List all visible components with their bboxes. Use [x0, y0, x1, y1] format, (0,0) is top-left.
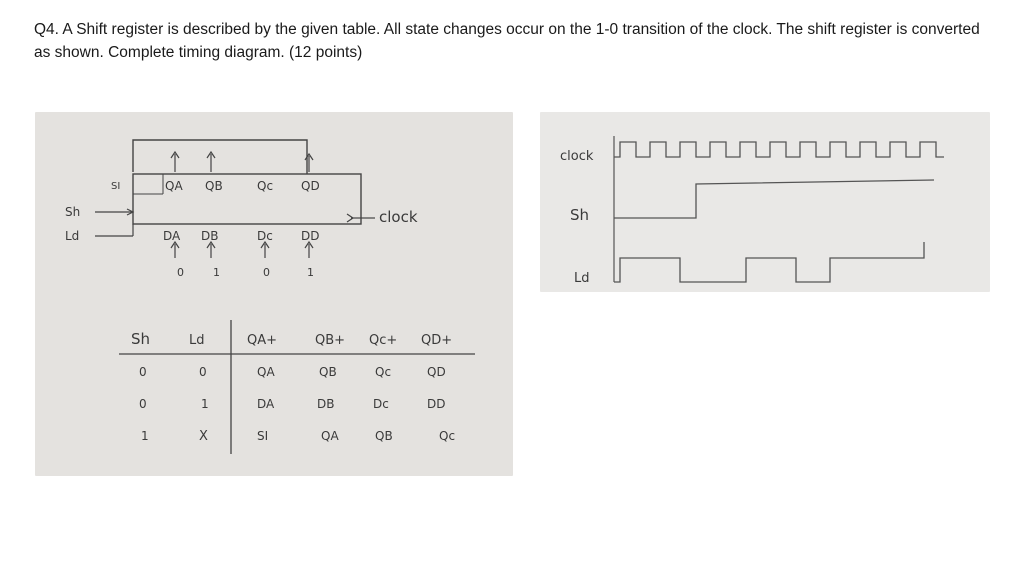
- table-row-3-sh: 1: [141, 429, 149, 443]
- table-row-1-qb: QB: [319, 365, 337, 379]
- table-row-1-qc: Qc: [375, 365, 391, 379]
- sh-waveform: [614, 179, 935, 219]
- input-value-a: 0: [177, 266, 184, 279]
- clock-input-label: clock: [379, 208, 418, 226]
- table-row-3-qa: SI: [257, 429, 268, 443]
- table-row-1-ld: 0: [199, 365, 207, 379]
- timing-ld-label: Ld: [574, 271, 590, 286]
- output-qa: QA: [165, 179, 183, 193]
- input-value-c: 0: [263, 266, 270, 279]
- input-db: DB: [201, 229, 218, 243]
- register-box: [132, 173, 362, 225]
- timing-clock-label: clock: [560, 149, 594, 164]
- table-header-ld: Ld: [189, 333, 205, 348]
- input-da: DA: [163, 229, 181, 243]
- timing-sh-label: Sh: [570, 206, 589, 224]
- table-row-2-sh: 0: [139, 397, 147, 411]
- si-label: SI: [111, 181, 120, 192]
- input-value-d: 1: [307, 266, 314, 279]
- table-row-2-qd: DD: [427, 397, 445, 411]
- table-row-1-qd: QD: [427, 365, 446, 379]
- timing-diagram: clock Sh Ld: [560, 136, 944, 286]
- table-row-1-sh: 0: [139, 365, 147, 379]
- table-row-2-qc: Dc: [373, 397, 389, 411]
- table-row-3-ld: X: [199, 429, 208, 444]
- clock-waveform: [614, 141, 944, 158]
- register-photo: SI QA QB Qc QD Sh Ld clock DA DB Dc DD 0…: [35, 112, 513, 476]
- register-diagram: SI QA QB Qc QD Sh Ld clock DA DB Dc DD 0…: [65, 139, 475, 454]
- table-row-3-qc: QB: [375, 429, 393, 443]
- output-qb: QB: [205, 179, 223, 193]
- table-header-qd: QD+: [421, 333, 452, 348]
- input-dd: DD: [301, 229, 319, 243]
- table-row-2-qb: DB: [317, 397, 334, 411]
- table-row-2-ld: 1: [201, 397, 209, 411]
- question-text: Q4. A Shift register is described by the…: [34, 21, 980, 61]
- table-row-3-qd: Qc: [439, 429, 455, 443]
- ld-waveform: [614, 242, 925, 283]
- table-row-1-qa: QA: [257, 365, 275, 379]
- table-header-qa: QA+: [247, 333, 277, 348]
- output-qd: QD: [301, 179, 320, 193]
- input-dc: Dc: [257, 229, 273, 243]
- table-header-sh: Sh: [131, 330, 150, 348]
- table-header-qc: Qc+: [369, 333, 397, 348]
- sh-input-label: Sh: [65, 205, 80, 219]
- output-qc: Qc: [257, 179, 273, 193]
- table-row-3-qb: QA: [321, 429, 339, 443]
- ld-input-label: Ld: [65, 229, 79, 243]
- input-value-b: 1: [213, 266, 220, 279]
- timing-photo: clock Sh Ld: [540, 112, 990, 292]
- table-row-2-qa: DA: [257, 397, 275, 411]
- table-header-qb: QB+: [315, 333, 345, 348]
